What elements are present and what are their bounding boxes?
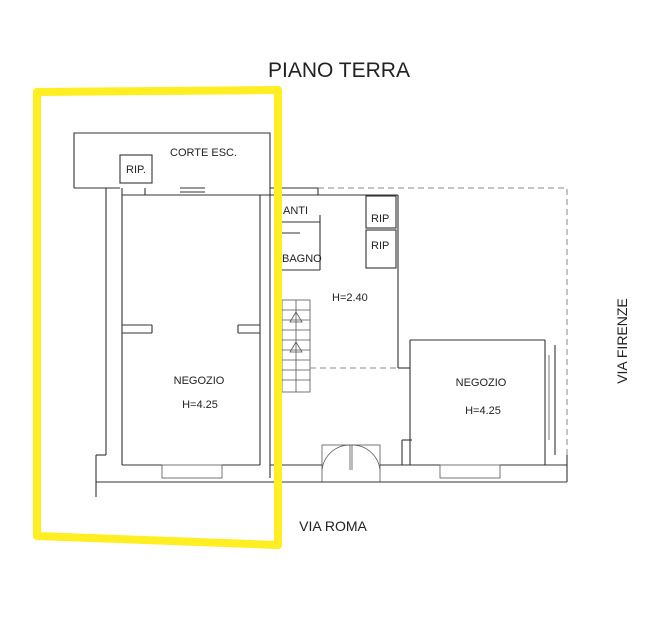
central-area: ANTI BAGNO RIP RIP H=2.40: [270, 187, 567, 483]
courtyard: RIP. CORTE ESC.: [73, 132, 271, 189]
courtyard-storage: [119, 154, 153, 184]
courtyard-storage-label: RIP.: [126, 164, 146, 176]
west-shop-height: H=4.25: [182, 399, 218, 411]
storage-1-label: RIP: [371, 213, 389, 225]
storage-1: [365, 195, 397, 229]
dashed-outline: [318, 187, 568, 455]
east-shop-walls: [409, 339, 568, 482]
east-shop-window: [439, 464, 501, 479]
storage-2: [365, 229, 397, 269]
east-shop-height: H=4.25: [465, 405, 501, 417]
bagno-label: BAGNO: [282, 253, 322, 265]
entrance-door: [321, 444, 381, 483]
storage-2-label: RIP: [371, 240, 389, 252]
highlight-frame: [33, 86, 282, 549]
anti-label: ANTI: [283, 205, 308, 217]
west-shop-name: NEGOZIO: [174, 375, 225, 387]
west-shop-walls: [95, 187, 271, 497]
hall-height: H=2.40: [332, 292, 368, 304]
street-east: VIA FIRENZE: [614, 298, 630, 384]
street-south: VIA ROMA: [299, 518, 367, 534]
courtyard-label: CORTE ESC.: [170, 147, 237, 159]
east-shop-name: NEGOZIO: [456, 377, 507, 389]
west-shop-window: [161, 464, 223, 479]
plan-title: PIANO TERRA: [268, 59, 410, 82]
